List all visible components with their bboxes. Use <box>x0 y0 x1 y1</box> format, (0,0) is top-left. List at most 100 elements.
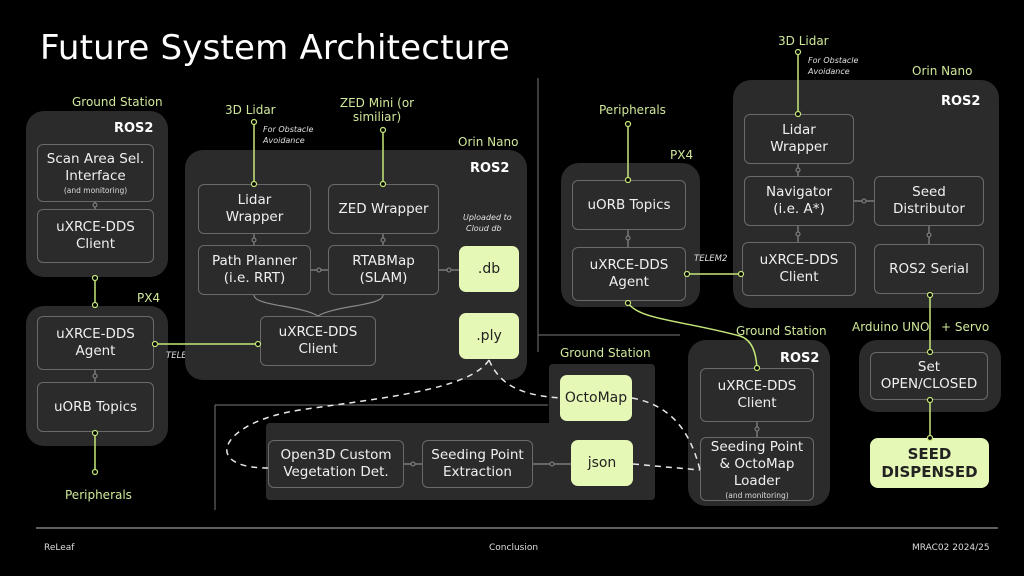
seeding-extraction-node[interactable]: Seeding Point Extraction <box>422 440 533 488</box>
orin-left-lidar-in: 3D Lidar <box>225 103 276 117</box>
json-label: json <box>587 455 617 471</box>
uploaded-note1: Uploaded to <box>463 213 512 222</box>
orin-left-label: Orin Nano <box>458 135 519 149</box>
loader-sub: (and monitoring) <box>725 490 789 500</box>
orin-left-lidar-wrapper[interactable]: Lidar Wrapper <box>198 184 311 234</box>
arduino-servo-label: + Servo <box>941 320 990 334</box>
seed-dispensed-node[interactable]: SEED DISPENSED <box>870 438 989 488</box>
px4-left-uorb-node[interactable]: uORB Topics <box>37 382 154 432</box>
scan-area-node[interactable]: Scan Area Sel. Interface (and monitoring… <box>37 144 154 202</box>
telem-right: TELEM2 <box>694 254 728 264</box>
px4-left-agent-line1: uXRCE-DDS <box>56 326 135 342</box>
orin-left-client-line2: Client <box>298 341 338 357</box>
orin-right-lidar-wrapper-line2: Wrapper <box>770 139 828 155</box>
gs-left-client-node[interactable]: uXRCE-DDS Client <box>37 209 154 263</box>
px4-right-label: PX4 <box>670 148 694 162</box>
px4-left-uorb: uORB Topics <box>53 398 138 415</box>
seed-dist-line1: Seed <box>912 184 946 200</box>
uploaded-note2: Cloud db <box>466 224 502 233</box>
scan-line2: Interface <box>65 168 126 184</box>
gs-right-ros2: ROS2 <box>780 351 820 366</box>
gs-right-client-line2: Client <box>737 395 777 411</box>
footer-left: ReLeaf <box>44 543 75 553</box>
zed-in-line1: ZED Mini (or <box>339 96 415 110</box>
lidar-wrapper-line1: Lidar <box>237 192 272 208</box>
footer-center: Conclusion <box>489 543 539 553</box>
lidar-wrapper-line2: Wrapper <box>225 209 284 225</box>
ros2-serial-label: ROS2 Serial <box>889 260 969 277</box>
px4-right-uorb-node[interactable]: uORB Topics <box>572 180 686 230</box>
px4-left-peripherals: Peripherals <box>65 488 132 502</box>
gs-left-ros2: ROS2 <box>114 121 154 136</box>
arduino-label: Arduino UNO <box>852 320 930 334</box>
orin-right-label: Orin Nano <box>912 64 973 78</box>
gs-right-client-node[interactable]: uXRCE-DDS Client <box>700 368 814 422</box>
nav-line1: Navigator <box>765 184 833 200</box>
orin-right-lidar-in: 3D Lidar <box>778 34 829 48</box>
seed-distributor-node[interactable]: Seed Distributor <box>874 176 984 226</box>
zed-wrapper-node[interactable]: ZED Wrapper <box>328 184 439 234</box>
gs-left-client-line1: uXRCE-DDS <box>56 219 135 235</box>
octomap-label: OctoMap <box>564 390 628 406</box>
orin-right-lidar-note1: For Obstacle <box>808 56 859 65</box>
open3d-node[interactable]: Open3D Custom Vegetation Det. <box>268 440 404 488</box>
px4-left-agent-line2: Agent <box>75 343 116 359</box>
orin-right-client-line2: Client <box>779 269 819 285</box>
path-line1: Path Planner <box>211 253 298 269</box>
rtab-line2: (SLAM) <box>359 270 408 286</box>
seeding-line1: Seeding Point <box>431 447 524 463</box>
gs-right-client-line1: uXRCE-DDS <box>717 378 797 394</box>
seed-dist-line2: Distributor <box>892 201 965 217</box>
db-label: .db <box>477 261 501 277</box>
rtab-line1: RTABMap <box>352 253 415 269</box>
set-line1: Set <box>917 359 941 375</box>
loader-node[interactable]: Seeding Point & OctoMap Loader (and moni… <box>700 437 814 501</box>
px4-left-agent-node[interactable]: uXRCE-DDS Agent <box>37 316 154 370</box>
json-file[interactable]: json <box>571 440 633 486</box>
seeding-line2: Extraction <box>443 464 512 480</box>
orin-left-lidar-note2: Avoidance <box>263 136 305 145</box>
px4-right-agent-node[interactable]: uXRCE-DDS Agent <box>572 247 686 301</box>
scan-sub: (and monitoring) <box>63 186 128 195</box>
orin-left-client-line1: uXRCE-DDS <box>278 324 358 340</box>
orin-left-ros2: ROS2 <box>470 161 510 176</box>
ply-label: .ply <box>476 328 502 344</box>
footer-right: MRAC02 2024/25 <box>912 543 990 553</box>
loader-line3: Loader <box>733 472 781 489</box>
set-line2: OPEN/CLOSED <box>880 376 978 392</box>
db-file[interactable]: .db <box>459 246 519 292</box>
page-title: Future System Architecture <box>40 28 511 68</box>
gs-left-client-line2: Client <box>75 236 116 252</box>
zed-wrapper-label: ZED Wrapper <box>338 200 429 217</box>
orin-right-lidar-note2: Avoidance <box>808 67 850 76</box>
orin-left-lidar-note1: For Obstacle <box>263 125 314 134</box>
loader-line2: & OctoMap <box>719 455 795 472</box>
nav-line2: (i.e. A*) <box>773 201 825 217</box>
scan-line1: Scan Area Sel. <box>46 151 145 167</box>
gs-mid-label: Ground Station <box>560 346 651 360</box>
ply-file[interactable]: .ply <box>459 313 519 359</box>
gs-left-label: Ground Station <box>72 95 163 109</box>
zed-in-line2: similiar) <box>352 110 402 124</box>
seed-line2: DISPENSED <box>881 463 978 481</box>
orin-right-client-node[interactable]: uXRCE-DDS Client <box>742 242 856 296</box>
orin-left-client-node[interactable]: uXRCE-DDS Client <box>260 316 376 366</box>
loader-line1: Seeding Point <box>710 438 804 455</box>
gs-right-label: Ground Station <box>736 324 827 338</box>
rtabmap-node[interactable]: RTABMap (SLAM) <box>328 245 439 295</box>
path-planner-node[interactable]: Path Planner (i.e. RRT) <box>198 245 311 295</box>
path-line2: (i.e. RRT) <box>223 270 286 286</box>
zed-in: ZED Mini (or similiar) <box>337 96 417 124</box>
orin-right-lidar-wrapper-line1: Lidar <box>782 122 816 138</box>
px4-right-agent-line2: Agent <box>609 274 649 290</box>
seed-line1: SEED <box>907 445 952 463</box>
px4-right-agent-line1: uXRCE-DDS <box>589 257 669 273</box>
orin-right-lidar-wrapper[interactable]: Lidar Wrapper <box>744 114 854 164</box>
telem-left: TELEM2 <box>166 351 200 361</box>
orin-right-client-line1: uXRCE-DDS <box>759 252 839 268</box>
octomap-node[interactable]: OctoMap <box>560 375 632 421</box>
navigator-node[interactable]: Navigator (i.e. A*) <box>744 176 854 226</box>
px4-right-uorb: uORB Topics <box>587 196 671 213</box>
